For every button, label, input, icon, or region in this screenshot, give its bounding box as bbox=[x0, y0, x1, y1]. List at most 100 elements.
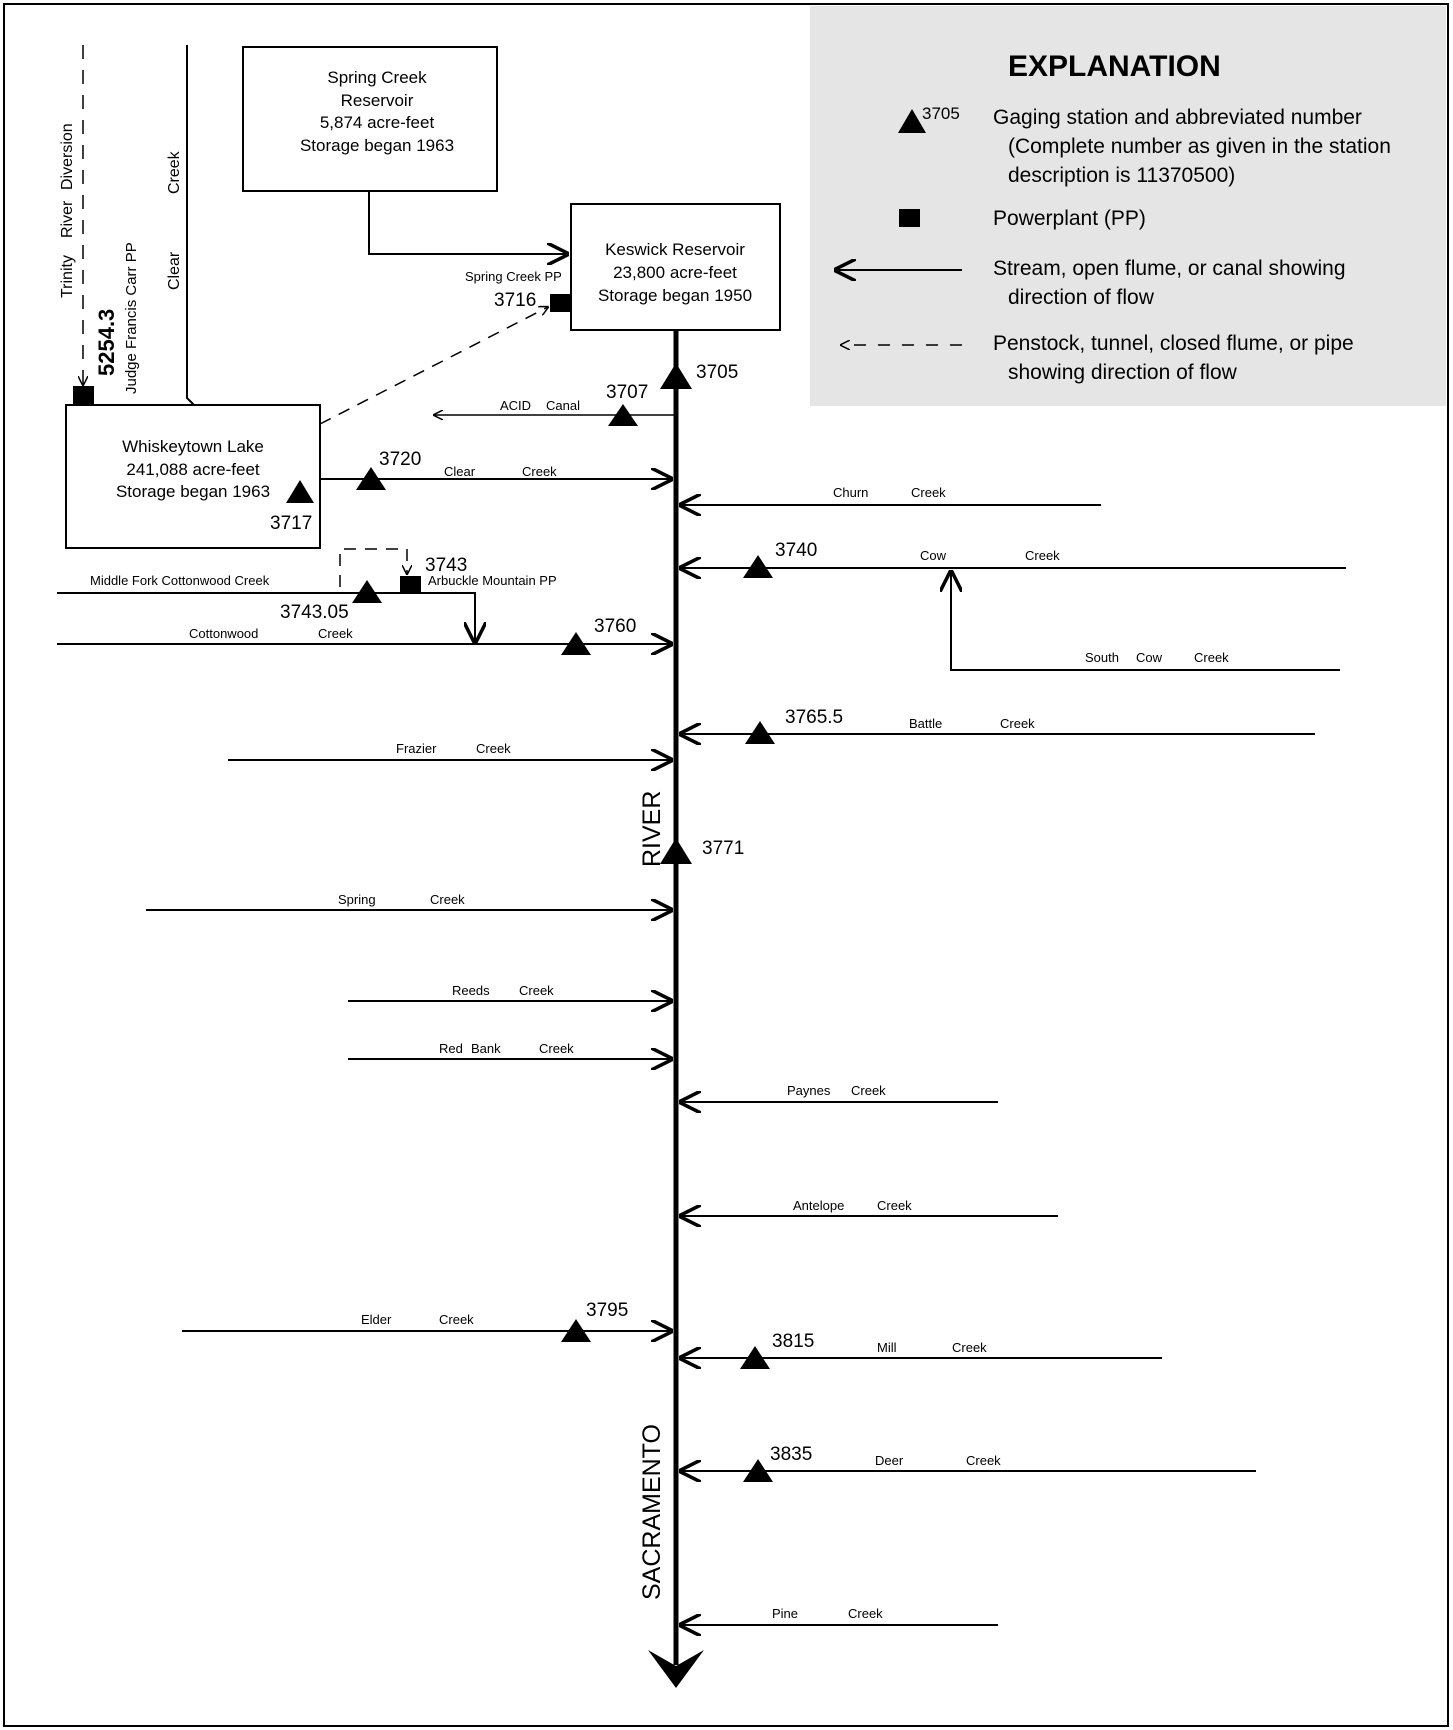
whiskeytown-lake-storage: Storage began 1963 bbox=[116, 482, 270, 501]
whiskeytown-lake: Whiskeytown Lake 241,088 acre-feet Stora… bbox=[65, 404, 321, 549]
reeds-creek-label-2: Creek bbox=[519, 983, 554, 998]
trinity-label: Trinity bbox=[59, 255, 76, 298]
river-label-sacramento: SACRAMENTO bbox=[638, 1424, 666, 1600]
judge-francis-carr-pp-label: Judge Francis Carr PP bbox=[123, 242, 140, 394]
spring-creek-to-keswick-flow bbox=[368, 191, 567, 254]
trinity-diversion-label: Diversion bbox=[59, 123, 76, 190]
station-3765-5: 3765.5 bbox=[785, 707, 843, 728]
keswick-reservoir: Keswick Reservoir 23,800 acre-feet Stora… bbox=[570, 203, 781, 331]
acid-canal-label: Canal bbox=[546, 398, 580, 413]
station-3795-marker bbox=[561, 1319, 591, 1342]
spring-creek-label-1: Spring bbox=[338, 892, 376, 907]
arbuckle-penstock bbox=[339, 548, 407, 587]
station-3760: 3760 bbox=[594, 616, 636, 637]
river-outflow-arrowhead bbox=[648, 1650, 704, 1688]
spring-creek-reservoir-box bbox=[242, 46, 498, 192]
station-3743-05: 3743.05 bbox=[280, 602, 349, 623]
station-5254-3: 5254.3 bbox=[94, 309, 119, 376]
cow-creek-label-1: Cow bbox=[920, 548, 947, 563]
station-3705-marker bbox=[660, 363, 692, 389]
station-3815-marker bbox=[740, 1346, 770, 1369]
station-3743: 3743 bbox=[425, 555, 467, 576]
cottonwood-creek-label-2: Creek bbox=[318, 626, 353, 641]
judge-francis-carr-powerplant bbox=[73, 386, 94, 404]
station-3720: 3720 bbox=[379, 449, 421, 470]
spring-creek-pp-label: Spring Creek PP bbox=[465, 269, 562, 284]
station-3760-marker bbox=[561, 632, 591, 655]
acid-label: ACID bbox=[500, 398, 531, 413]
whiskeytown-lake-capacity: 241,088 acre-feet bbox=[126, 460, 260, 479]
whiskeytown-to-spring-creek-pp-tunnel bbox=[319, 307, 548, 425]
legend-gaging-text-2: (Complete number as given in the station bbox=[1008, 135, 1391, 158]
keswick-reservoir-name: Keswick Reservoir bbox=[605, 240, 745, 259]
keswick-reservoir-box bbox=[570, 203, 781, 331]
clear-creek-label-2: Creek bbox=[522, 464, 557, 479]
reeds-creek-label-1: Reeds bbox=[452, 983, 490, 998]
south-cow-creek-label-3: Creek bbox=[1194, 650, 1229, 665]
legend-powerplant-text: Powerplant (PP) bbox=[993, 207, 1146, 230]
station-3740: 3740 bbox=[775, 540, 817, 561]
cottonwood-creek-label-1: Cottonwood bbox=[189, 626, 258, 641]
south-cow-creek bbox=[951, 572, 1340, 671]
station-3743-05-marker bbox=[352, 580, 382, 603]
legend-powerplant-icon bbox=[899, 209, 920, 227]
river-name-label: SACRAMENTO RIVER bbox=[638, 791, 666, 1600]
middle-fork-cottonwood-label: Middle Fork Cottonwood Creek bbox=[90, 573, 270, 588]
frazier-creek-label-2: Creek bbox=[476, 741, 511, 756]
keswick-reservoir-capacity: 23,800 acre-feet bbox=[613, 263, 737, 282]
station-3716: 3716 bbox=[494, 290, 536, 311]
paynes-creek-label-2: Creek bbox=[851, 1083, 886, 1098]
station-3717-marker bbox=[286, 480, 314, 503]
paynes-creek-label-1: Paynes bbox=[787, 1083, 831, 1098]
south-cow-creek-label-1: South bbox=[1085, 650, 1119, 665]
trinity-river-label: River bbox=[59, 200, 76, 238]
station-3707-marker bbox=[608, 404, 638, 426]
deer-creek-label-1: Deer bbox=[875, 1453, 904, 1468]
spring-creek-powerplant bbox=[550, 294, 571, 312]
station-3765-5-marker bbox=[745, 721, 775, 744]
spring-creek-reservoir: Spring Creek Reservoir 5,874 acre-feet S… bbox=[242, 46, 498, 192]
churn-creek-label-2: Creek bbox=[911, 485, 946, 500]
mill-creek-label-1: Mill bbox=[877, 1340, 897, 1355]
deer-creek-label-2: Creek bbox=[966, 1453, 1001, 1468]
explanation-legend: EXPLANATION 3705 Gaging station and abbr… bbox=[810, 6, 1446, 406]
red-bank-creek-label-2: Bank bbox=[471, 1041, 501, 1056]
legend-stream-text-1: Stream, open flume, or canal showing bbox=[993, 257, 1346, 280]
antelope-creek-label-2: Creek bbox=[877, 1198, 912, 1213]
upper-clear-label: Clear bbox=[166, 251, 183, 290]
keswick-reservoir-storage: Storage began 1950 bbox=[598, 286, 752, 305]
upper-clear-creek bbox=[186, 45, 195, 406]
elder-creek-label-1: Elder bbox=[361, 1312, 392, 1327]
battle-creek-label-2: Creek bbox=[1000, 716, 1035, 731]
south-cow-creek-label-2: Cow bbox=[1136, 650, 1163, 665]
spring-creek-reservoir-capacity: 5,874 acre-feet bbox=[320, 113, 435, 132]
station-3835-marker bbox=[743, 1459, 773, 1482]
station-3771: 3771 bbox=[702, 838, 744, 859]
middle-fork-cottonwood-creek bbox=[57, 592, 475, 642]
arbuckle-mountain-pp-label: Arbuckle Mountain PP bbox=[428, 573, 557, 588]
station-3740-marker bbox=[743, 555, 773, 578]
station-3815: 3815 bbox=[772, 1331, 814, 1352]
churn-creek-label-1: Churn bbox=[833, 485, 868, 500]
legend-sample-station-number: 3705 bbox=[922, 104, 960, 123]
legend-title: EXPLANATION bbox=[1008, 50, 1221, 83]
spring-creek-reservoir-name-1: Spring Creek bbox=[327, 68, 427, 87]
station-3835: 3835 bbox=[770, 1444, 812, 1465]
legend-gaging-text-3: description is 11370500) bbox=[1008, 164, 1235, 187]
pine-creek-label-2: Creek bbox=[848, 1606, 883, 1621]
figure-frame bbox=[3, 3, 1449, 1727]
mill-creek-label-2: Creek bbox=[952, 1340, 987, 1355]
elder-creek-label-2: Creek bbox=[439, 1312, 474, 1327]
river-label-river: RIVER bbox=[638, 791, 666, 867]
clear-creek-label-1: Clear bbox=[444, 464, 476, 479]
battle-creek-label-1: Battle bbox=[909, 716, 942, 731]
legend-stream-text-2: direction of flow bbox=[1008, 286, 1155, 309]
station-3707: 3707 bbox=[606, 382, 648, 403]
legend-panel bbox=[810, 6, 1446, 406]
frazier-creek-label-1: Frazier bbox=[396, 741, 437, 756]
station-3705: 3705 bbox=[696, 362, 738, 383]
station-3795: 3795 bbox=[586, 1300, 628, 1321]
red-bank-creek-label-1: Red bbox=[439, 1041, 463, 1056]
spring-creek-reservoir-name-2: Reservoir bbox=[341, 91, 414, 110]
pine-creek-label-1: Pine bbox=[772, 1606, 798, 1621]
